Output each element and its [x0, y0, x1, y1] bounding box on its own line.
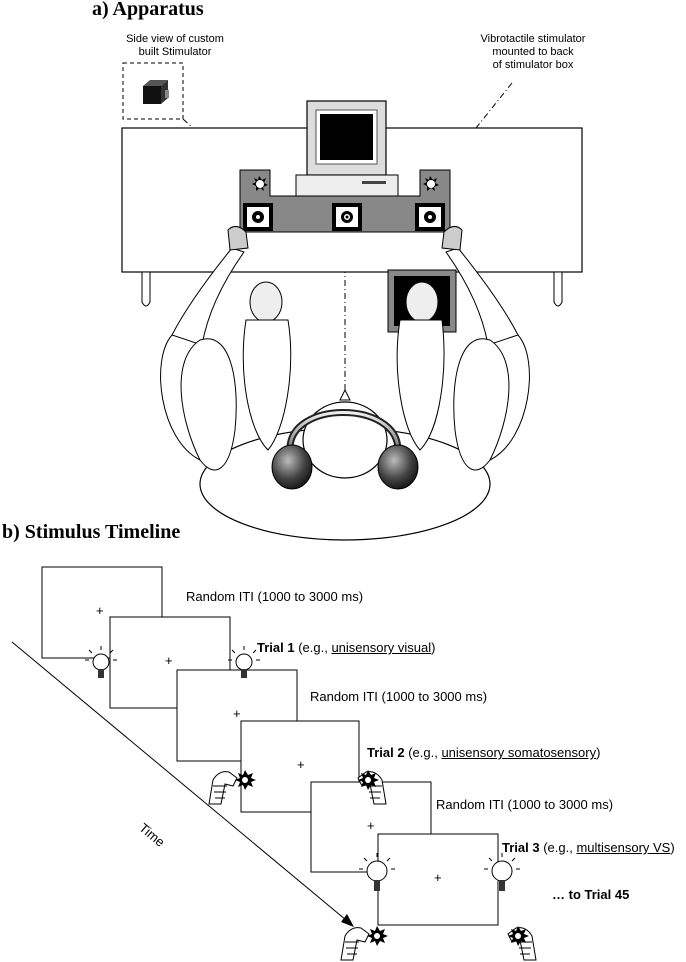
trial-1-post: ): [431, 640, 436, 655]
head: [302, 401, 388, 479]
stimulator-box: [239, 169, 451, 233]
speaker-center: [332, 203, 362, 231]
fixation-cross-6: +: [434, 870, 442, 885]
stimulator-side-view-icon: [143, 80, 169, 104]
right-upper-arm: [445, 247, 519, 346]
right-thigh: [396, 319, 445, 451]
bulb-icon-trial3-right: [484, 853, 520, 891]
nose: [339, 388, 351, 401]
fixation-cross-3: +: [233, 706, 241, 721]
trial-3-condition: multisensory VS: [576, 840, 671, 855]
trial-3-label: Trial 3 (e.g., multisensory VS): [502, 840, 675, 855]
fixation-cross-1: +: [96, 603, 104, 618]
left-upper-arm: [171, 247, 245, 346]
callout-vibrotactile: Vibrotactile stimulator mounted to back …: [448, 33, 618, 72]
trial-1-label: Trial 1 (e.g., unisensory visual): [257, 640, 436, 655]
trial-2-pre: (e.g.,: [404, 745, 442, 760]
callout-side-view-line1: Side view of custom: [126, 33, 224, 45]
panel-a-heading: a) Apparatus: [92, 0, 204, 20]
panel-b-heading: b) Stimulus Timeline: [2, 521, 181, 543]
time-axis: [11, 641, 347, 921]
left-knee: [249, 281, 283, 323]
trial-2-condition: unisensory somatosensory: [441, 745, 597, 760]
iti-label-3: Random ITI (1000 to 3000 ms): [436, 797, 614, 812]
bulb-icon-trial3-left: [359, 853, 395, 891]
vibrotactile-right-icon: [423, 176, 439, 191]
monitor: [295, 100, 399, 198]
headphone-right: [377, 444, 419, 490]
trial-1-name: Trial 1: [257, 640, 295, 655]
fixation-cross-2: +: [165, 653, 173, 668]
trial-3-name: Trial 3: [502, 840, 540, 855]
left-hand: [227, 226, 249, 251]
vibrotactile-left-icon: [252, 176, 268, 191]
trial-1-condition: unisensory visual: [331, 640, 432, 655]
trial-2-label: Trial 2 (e.g., unisensory somatosensory): [367, 745, 600, 760]
desk-leg-right: [553, 271, 563, 307]
final-trial-label: … to Trial 45: [552, 887, 630, 902]
hand-vibration-icon-trial2-right: [357, 770, 387, 805]
iti-label-2: Random ITI (1000 to 3000 ms): [310, 689, 488, 704]
trial-3-pre: (e.g.,: [539, 840, 577, 855]
speaker-left: [243, 203, 273, 231]
inset-box: [122, 62, 184, 120]
trial-2-name: Trial 2: [367, 745, 405, 760]
fixation-cross-4: +: [297, 757, 305, 772]
hand-vibration-icon-trial2-left: [208, 770, 256, 805]
fixation-cross-5: +: [367, 818, 375, 833]
hand-vibration-icon-trial3-right: [507, 926, 537, 961]
right-hand: [441, 226, 463, 251]
trial-1-pre: (e.g.,: [294, 640, 332, 655]
iti-label-1: Random ITI (1000 to 3000 ms): [186, 589, 364, 604]
speaker-right: [415, 203, 445, 231]
callout-vibrotactile-line1: Vibrotactile stimulator: [480, 33, 586, 45]
trial-2-post: ): [596, 745, 601, 760]
desk-leg-left: [141, 271, 151, 307]
callout-side-view-line2: built Stimulator: [138, 46, 212, 58]
time-arrow-head: [341, 914, 354, 927]
left-shoulder: [180, 338, 237, 471]
left-thigh: [242, 319, 292, 451]
callout-vibrotactile-line2: mounted to back: [492, 46, 574, 58]
headphone-left: [271, 444, 313, 490]
trial-3-post: ): [670, 840, 675, 855]
right-knee: [405, 281, 439, 323]
callout-vibrotactile-line3: of stimulator box: [492, 59, 574, 71]
bulb-icon-trial1-left: [85, 646, 117, 678]
right-shoulder: [453, 338, 510, 471]
callout-side-view: Side view of custom built Stimulator: [90, 33, 260, 59]
hand-vibration-icon-trial3-left: [340, 926, 388, 961]
bulb-icon-trial1-right: [228, 646, 260, 678]
